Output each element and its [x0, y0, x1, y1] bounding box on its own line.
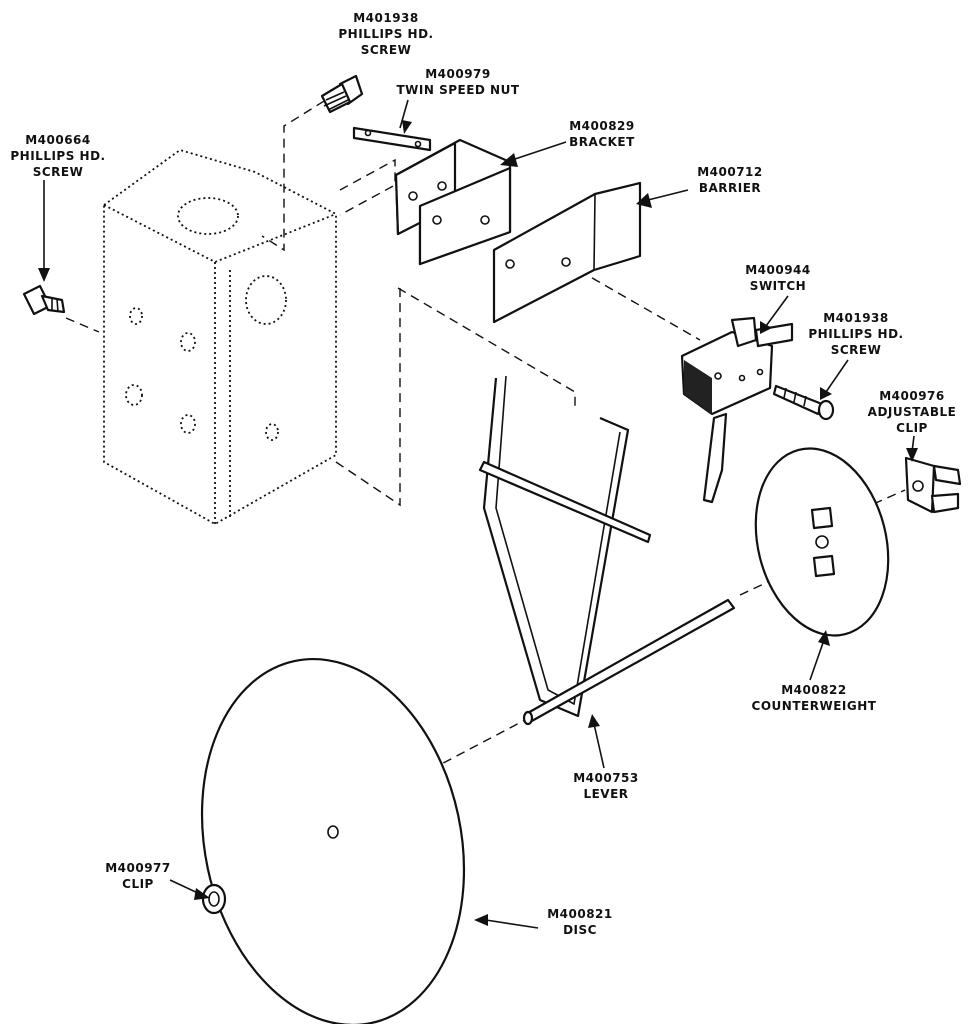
- label-screw-left: M400664 PHILLIPS HD. SCREW: [6, 132, 110, 180]
- part-name-line: CLIP: [896, 421, 928, 435]
- part-name-line: BRACKET: [569, 135, 635, 149]
- part-name-line: SCREW: [830, 343, 882, 357]
- label-adjustable-clip: M400976 ADJUSTABLE CLIP: [856, 388, 968, 436]
- leader-arrows: [38, 99, 918, 929]
- part-number: M400829: [569, 119, 635, 133]
- part-name-line: SWITCH: [749, 279, 807, 293]
- part-number: M401938: [823, 311, 889, 325]
- part-name-line: TWIN SPEED NUT: [396, 83, 520, 97]
- label-clip: M400977 CLIP: [92, 860, 184, 892]
- screw-right: [772, 384, 835, 421]
- label-counterweight: M400822 COUNTERWEIGHT: [740, 682, 888, 714]
- part-name-line: SCREW: [32, 165, 84, 179]
- disc: [200, 657, 466, 1024]
- part-number: M400977: [105, 861, 171, 875]
- clip-washer: [201, 883, 227, 915]
- part-number: M400664: [25, 133, 91, 147]
- label-bracket: M400829 BRACKET: [556, 118, 648, 150]
- label-switch: M400944 SWITCH: [732, 262, 824, 294]
- part-name-line: PHILLIPS HD.: [338, 27, 434, 41]
- part-name-line: CLIP: [122, 877, 154, 891]
- part-number: M400822: [781, 683, 847, 697]
- part-number: M401938: [353, 11, 419, 25]
- part-number: M400976: [879, 389, 945, 403]
- part-name-line: DISC: [563, 923, 597, 937]
- switch: [680, 316, 794, 504]
- part-name-line: COUNTERWEIGHT: [751, 699, 877, 713]
- screw-top: [320, 74, 364, 114]
- twin-speed-nut: [352, 126, 432, 152]
- part-name-line: SCREW: [360, 43, 412, 57]
- counterweight: [754, 447, 890, 637]
- bracket: [394, 138, 512, 266]
- part-name-line: BARRIER: [698, 181, 762, 195]
- lever: [478, 375, 736, 726]
- screw-left: [22, 284, 66, 316]
- housing-box: [103, 149, 337, 526]
- part-number: M400821: [547, 907, 613, 921]
- label-screw-top: M401938 PHILLIPS HD. SCREW: [330, 10, 442, 58]
- part-number: M400979: [425, 67, 491, 81]
- barrier: [492, 181, 642, 324]
- part-name-line: PHILLIPS HD.: [808, 327, 904, 341]
- label-barrier: M400712 BARRIER: [684, 164, 776, 196]
- label-disc: M400821 DISC: [534, 906, 626, 938]
- part-number: M400753: [573, 771, 639, 785]
- part-number: M400944: [745, 263, 811, 277]
- label-twin-speed-nut: M400979 TWIN SPEED NUT: [388, 66, 528, 98]
- part-name-line: ADJUSTABLE: [867, 405, 957, 419]
- part-number: M400712: [697, 165, 763, 179]
- label-screw-right: M401938 PHILLIPS HD. SCREW: [800, 310, 912, 358]
- adjustable-clip: [904, 456, 962, 514]
- label-lever: M400753 LEVER: [560, 770, 652, 802]
- part-name-line: PHILLIPS HD.: [10, 149, 106, 163]
- part-name-line: LEVER: [583, 787, 629, 801]
